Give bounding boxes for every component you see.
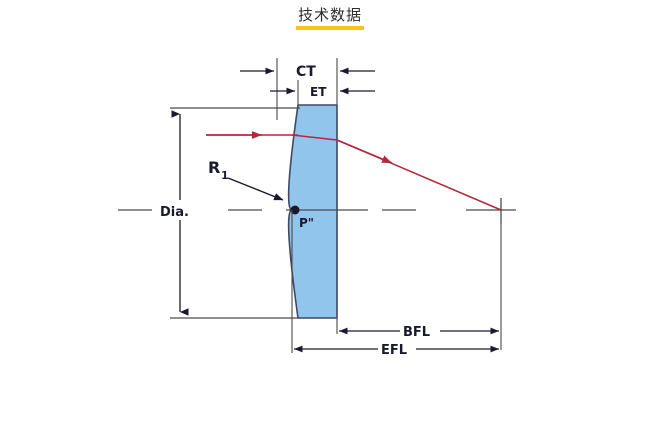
r1-subscript: 1 [221, 169, 229, 182]
bfl-dimension: BFL [336, 224, 502, 350]
efl-label: EFL [381, 343, 407, 358]
page-title: 技术数据 [295, 6, 364, 30]
bfl-label: BFL [403, 325, 430, 340]
lens-diagram-figure: P" CT ET Di [0, 28, 660, 428]
r1-label: R [208, 158, 220, 177]
center-thickness-dimension: CT [240, 58, 375, 120]
ray-trace [206, 131, 502, 211]
refracted-ray-arrow [336, 139, 393, 164]
principal-point-dot [290, 205, 300, 215]
diameter-dimension: Dia. [156, 107, 300, 319]
et-label: ET [310, 85, 327, 99]
efl-label-backdrop [378, 338, 416, 358]
ray-inside-lens [291, 134, 338, 141]
page-title-container: 技术数据 [0, 0, 660, 30]
lens-diagram-svg: P" CT ET Di [118, 58, 516, 358]
ct-label: CT [296, 64, 316, 80]
principal-point-label: P" [299, 216, 314, 230]
diameter-label: Dia. [160, 205, 189, 220]
efl-dimension: EFL [291, 210, 499, 358]
r1-leader-arrow [227, 177, 284, 201]
bfl-label-backdrop [400, 320, 440, 340]
edge-thickness-dimension: ET [270, 80, 375, 105]
principal-point-group: P" [290, 205, 314, 230]
radius-r1-annotation: R 1 [208, 158, 284, 201]
dia-label-backdrop [156, 200, 196, 220]
